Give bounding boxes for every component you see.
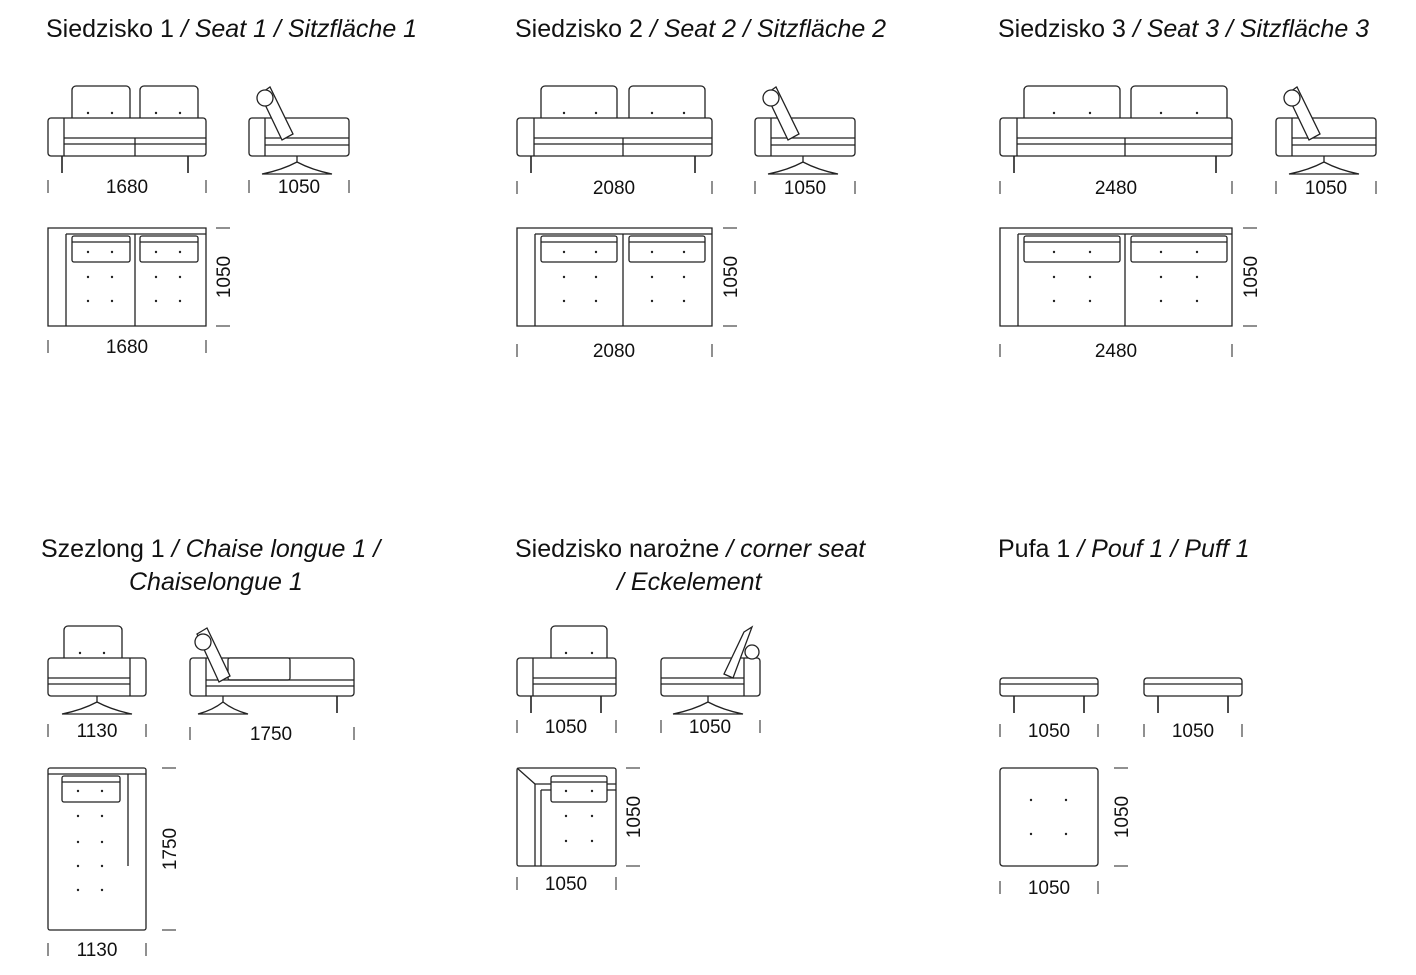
seat-1-side-view: [248, 86, 350, 175]
pouf-front-width-label: 1050: [1028, 721, 1070, 742]
title-pl: Siedzisko 3: [998, 15, 1126, 43]
seat-1-plan-depth-label: 1050: [214, 256, 235, 298]
seat-2-plan-width-label: 2080: [593, 341, 635, 362]
seat-3-side-width-label: 1050: [1305, 178, 1347, 199]
corner-side-view: [660, 625, 761, 715]
pouf-side-width-label: 1050: [1172, 721, 1214, 742]
seat-1-front-width-label: 1680: [106, 177, 148, 198]
seat-1-front-view: [47, 85, 207, 173]
corner-plan-view: [516, 767, 617, 867]
module-title-seat-3: Siedzisko 3 / Seat 3 / Sitzfläche 3: [998, 15, 1370, 43]
seat-2-side-view: [754, 86, 856, 175]
title-en: Chaise longue 1: [185, 535, 367, 563]
title-de: Sitzfläche 3: [1239, 15, 1370, 43]
title-pl: Siedzisko 2: [515, 15, 643, 43]
corner-plan-depth-label: 1050: [624, 796, 645, 838]
corner-front-view: [516, 625, 617, 713]
seat-2-dimensions: 2080 1050 2080 1050: [516, 178, 856, 362]
chaise-plan-width-label: 1130: [77, 940, 118, 961]
chaise-plan-depth-label: 1750: [160, 828, 181, 870]
module-title-seat-1: Siedzisko 1 / Seat 1 / Sitzfläche 1: [46, 15, 418, 43]
chaise-plan-view: [47, 767, 147, 931]
corner-front-width-label: 1050: [545, 717, 587, 738]
corner-dimensions: 1050 1050 1050 1050: [516, 717, 761, 895]
module-title-corner-seat-de: / Eckelement: [617, 568, 762, 596]
title-pl: Szezlong 1: [41, 535, 165, 563]
title-de: Eckelement: [630, 568, 762, 596]
title-de: Chaiselongue 1: [129, 568, 303, 596]
corner-plan-width-label: 1050: [545, 874, 587, 895]
seat-3-plan-view: [999, 227, 1233, 327]
seat-3-front-width-label: 2480: [1095, 178, 1137, 199]
module-title-chaise-longue-de: Chaiselongue 1: [129, 566, 303, 599]
pouf-dimensions: 1050 1050 1050 1050: [999, 721, 1243, 899]
title-de: Sitzfläche 2: [756, 15, 887, 43]
pouf-front-view: [999, 677, 1099, 713]
seat-1-plan-width-label: 1680: [106, 337, 148, 358]
seat-1-dimensions: 1680 1050 1680 1050: [47, 177, 350, 358]
title-pl: Siedzisko 1: [46, 15, 174, 43]
seat-3-dimensions: 2480 1050 2480 1050: [999, 178, 1377, 362]
chaise-front-view: [47, 625, 147, 715]
chaise-dimensions: 1130 1750 1130 1750: [47, 721, 355, 961]
seat-2-front-view: [516, 85, 713, 173]
seat-3-plan-depth-label: 1050: [1241, 256, 1262, 298]
seat-2-side-width-label: 1050: [784, 178, 826, 199]
title-de: Puff 1: [1184, 535, 1250, 563]
seat-1-side-width-label: 1050: [278, 177, 320, 198]
title-en: corner seat: [740, 535, 866, 563]
seat-3-front-view: [999, 85, 1233, 173]
module-title-corner-seat: Siedzisko narożne / corner seat: [515, 535, 866, 563]
title-en: Seat 2: [663, 15, 736, 43]
corner-side-width-label: 1050: [689, 717, 731, 738]
seat-1-plan-view: [47, 227, 207, 327]
title-en: Pouf 1: [1091, 535, 1164, 563]
module-title-seat-2: Siedzisko 2 / Seat 2 / Sitzfläche 2: [515, 15, 887, 43]
module-title-pouf: Pufa 1 / Pouf 1 / Puff 1: [998, 535, 1250, 563]
pouf-plan-width-label: 1050: [1028, 878, 1070, 899]
module-title-chaise-longue: Szezlong 1 / Chaise longue 1 /: [41, 535, 381, 563]
seat-2-plan-depth-label: 1050: [721, 256, 742, 298]
chaise-side-width-label: 1750: [250, 724, 292, 745]
title-pl: Siedzisko narożne: [515, 535, 720, 563]
pouf-plan-depth-label: 1050: [1112, 796, 1133, 838]
seat-3-side-view: [1275, 86, 1377, 175]
pouf-plan-view: [999, 767, 1099, 867]
pouf-side-view: [1143, 677, 1243, 713]
chaise-front-width-label: 1130: [77, 721, 118, 742]
seat-3-plan-width-label: 2480: [1095, 341, 1137, 362]
chaise-side-view: [189, 627, 355, 715]
title-en: Seat 3: [1146, 15, 1219, 43]
title-en: Seat 1: [194, 15, 267, 43]
seat-2-front-width-label: 2080: [593, 178, 635, 199]
title-pl: Pufa 1: [998, 535, 1071, 563]
title-de: Sitzfläche 1: [287, 15, 418, 43]
seat-2-plan-view: [516, 227, 713, 327]
